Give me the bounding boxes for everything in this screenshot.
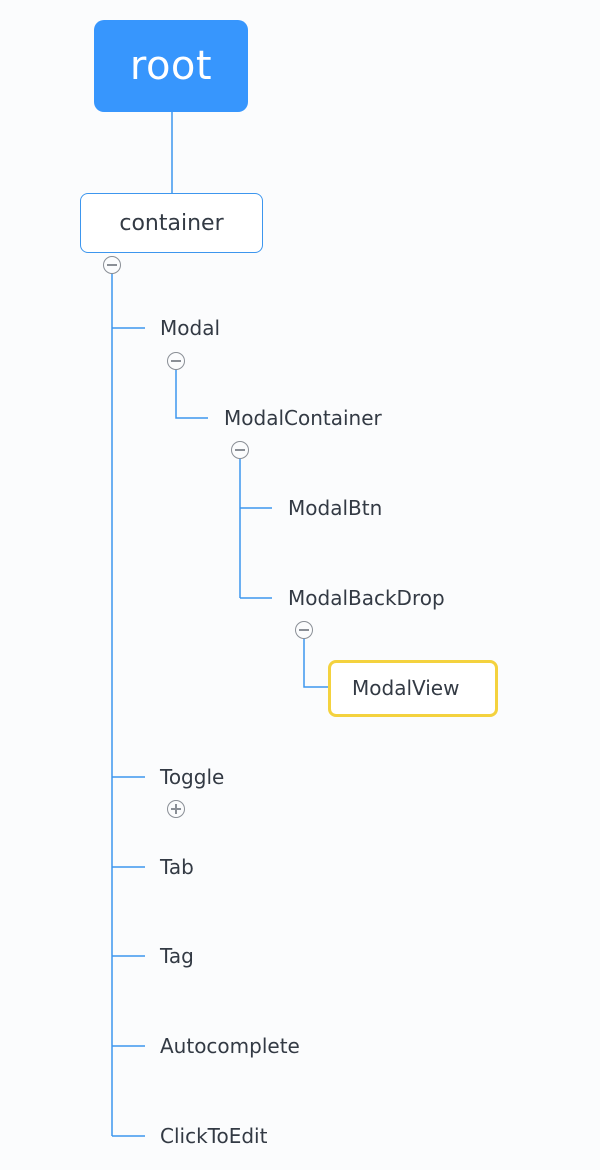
container-node[interactable]: container — [80, 193, 263, 253]
connector-modalview — [303, 638, 336, 688]
collapse-icon[interactable] — [295, 621, 313, 639]
node-tag[interactable]: Tag — [160, 944, 194, 968]
node-modal-container[interactable]: ModalContainer — [224, 406, 382, 430]
node-tab[interactable]: Tab — [160, 855, 194, 879]
collapse-icon[interactable] — [103, 256, 121, 274]
collapse-icon[interactable] — [167, 352, 185, 370]
node-modal-btn[interactable]: ModalBtn — [288, 496, 383, 520]
node-modal-backdrop[interactable]: ModalBackDrop — [288, 586, 445, 610]
expand-icon[interactable] — [167, 800, 185, 818]
node-modal-view[interactable]: ModalView — [352, 676, 460, 700]
connector-modalcontainer — [175, 369, 208, 419]
root-node[interactable]: root — [94, 20, 248, 112]
selected-node-frame — [328, 660, 498, 717]
node-toggle[interactable]: Toggle — [160, 765, 225, 789]
node-click-to-edit[interactable]: ClickToEdit — [160, 1124, 268, 1148]
collapse-icon[interactable] — [231, 441, 249, 459]
node-modal[interactable]: Modal — [160, 316, 220, 340]
node-autocomplete[interactable]: Autocomplete — [160, 1034, 300, 1058]
